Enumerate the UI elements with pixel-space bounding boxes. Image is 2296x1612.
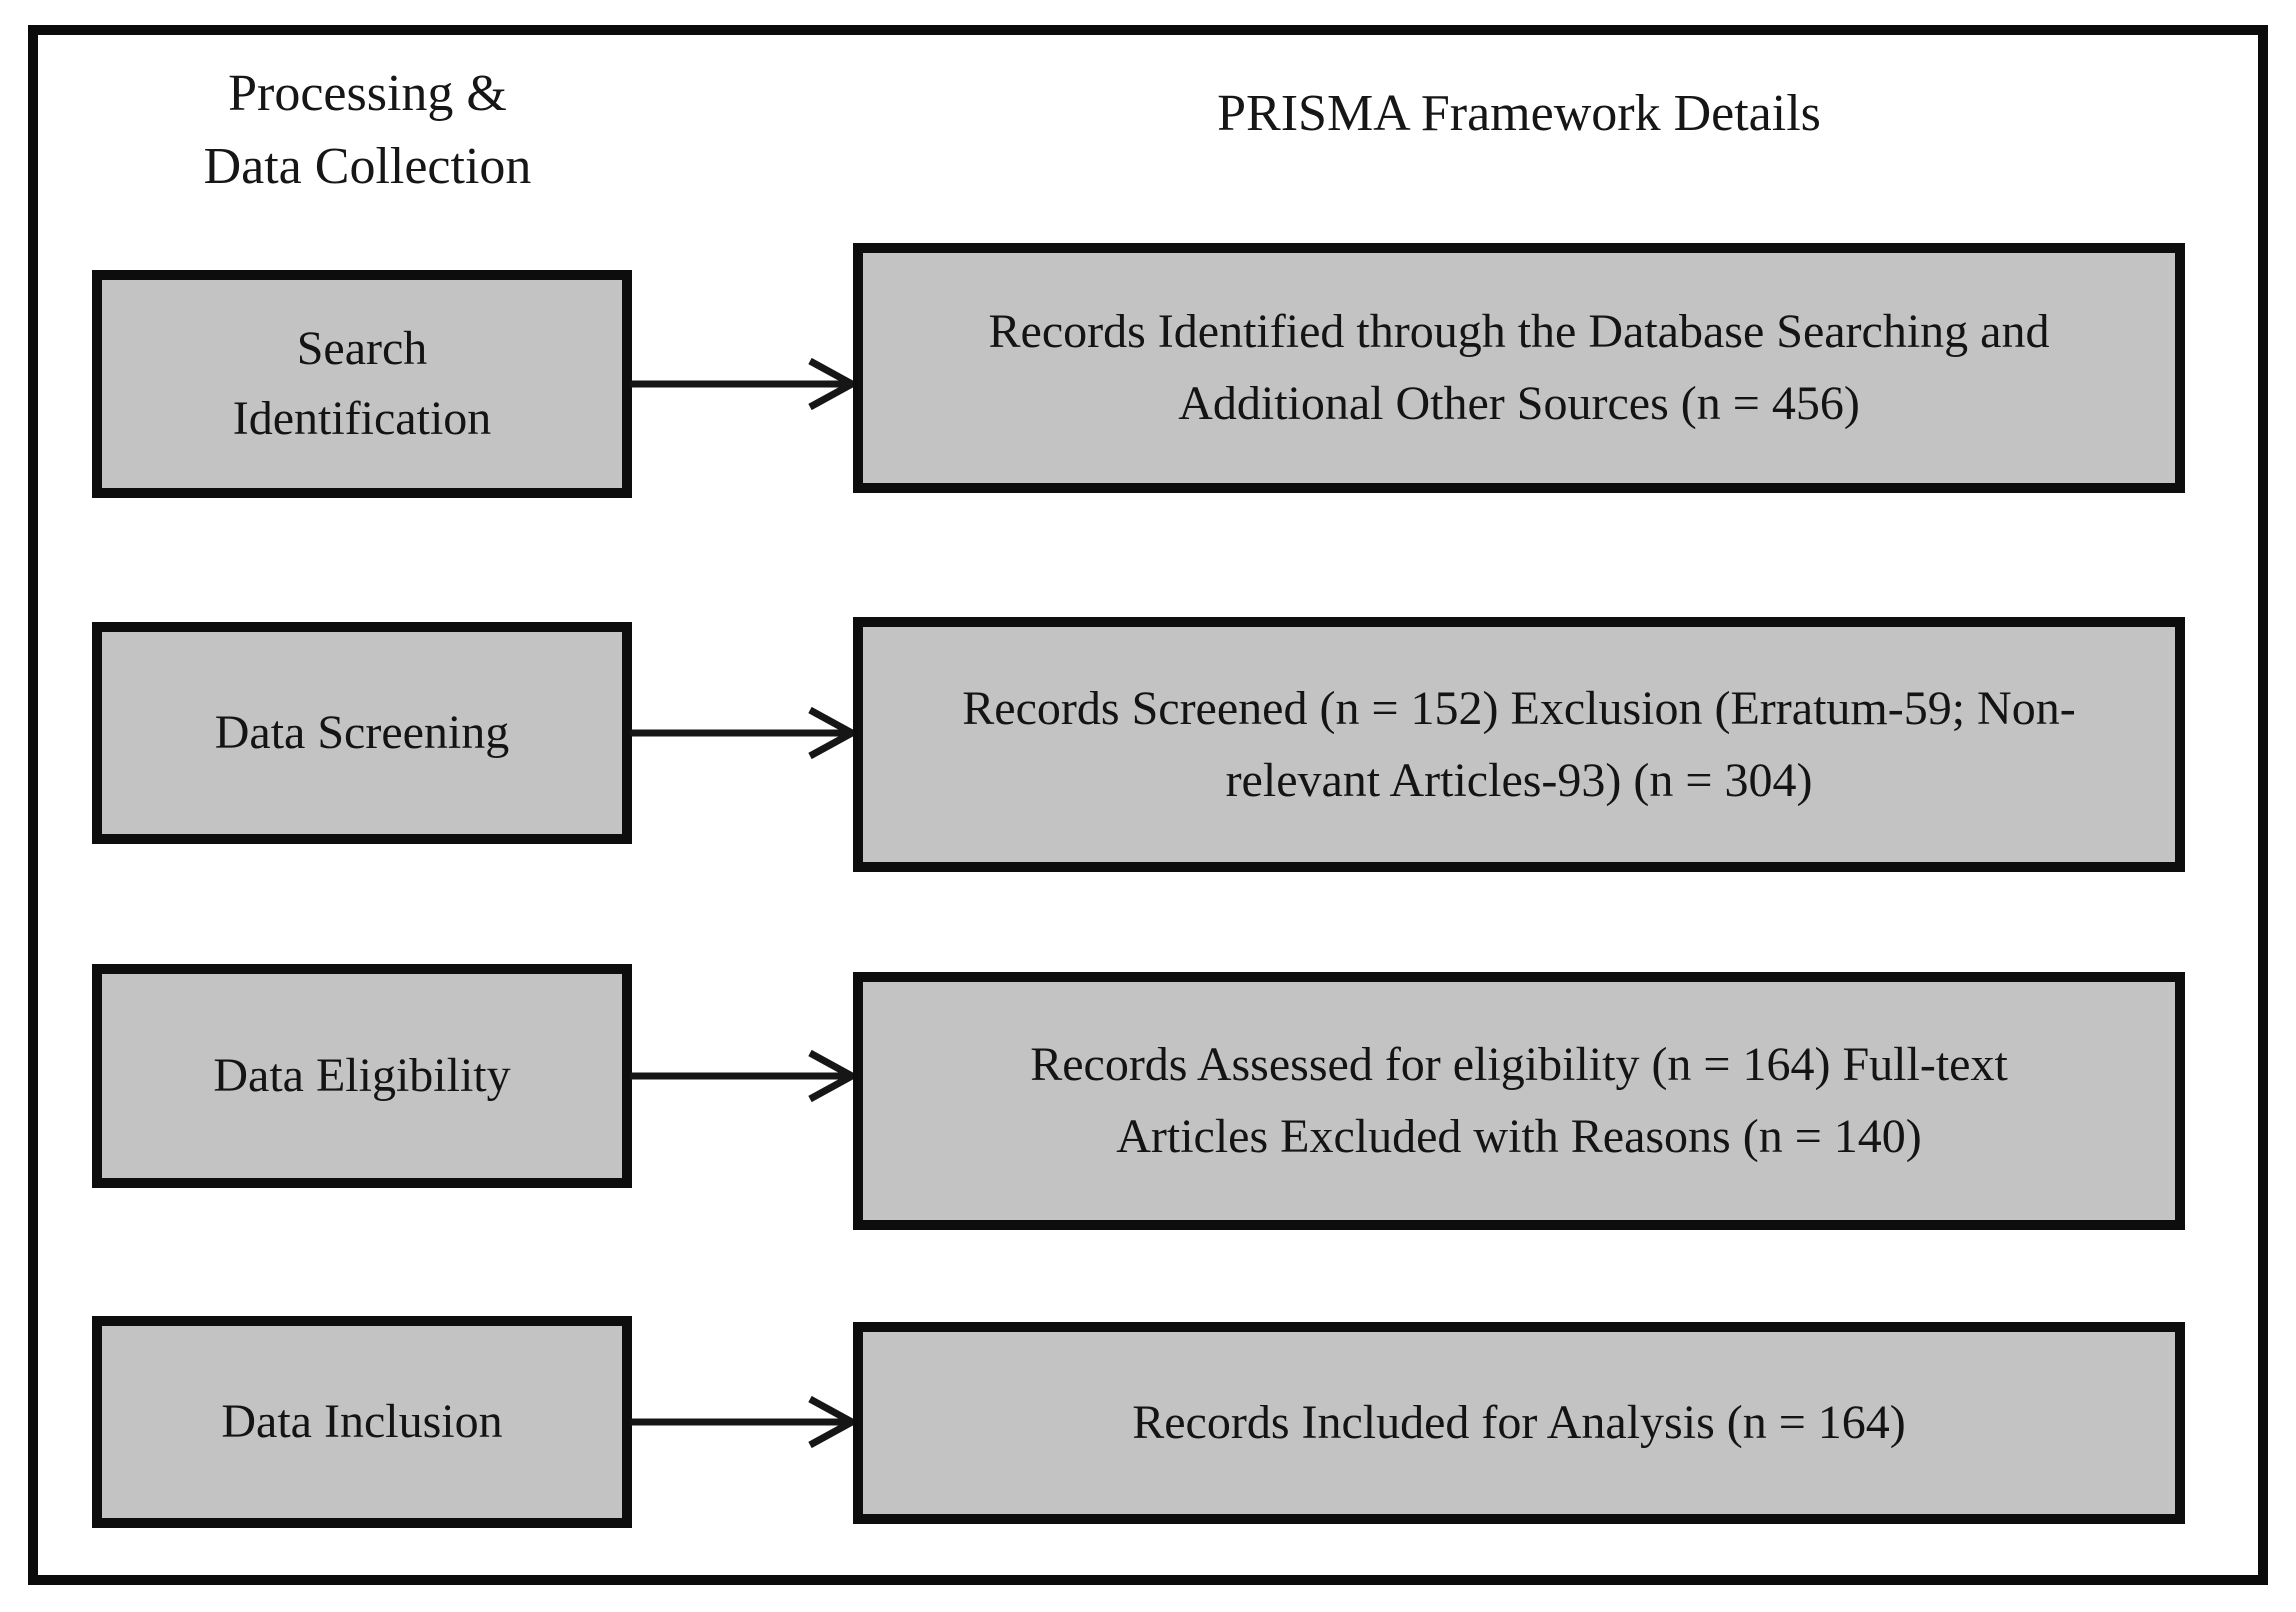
stage-box-data-screening: Data Screening	[92, 622, 632, 844]
stage-box-data-eligibility: Data Eligibility	[92, 964, 632, 1188]
stage-box-search-identification: Search Identification	[92, 270, 632, 498]
detail-box-records-screened: Records Screened (n = 152) Exclusion (Er…	[853, 617, 2185, 872]
left-column-header: Processing & Data Collection	[203, 65, 532, 195]
arrow-right-icon	[628, 1390, 860, 1454]
arrow-right-icon	[628, 1044, 860, 1108]
arrow-right-icon	[628, 352, 860, 416]
right-column-header: PRISMA Framework Details	[1217, 85, 1821, 142]
detail-box-records-assessed: Records Assessed for eligibility (n = 16…	[853, 972, 2185, 1230]
detail-box-records-included: Records Included for Analysis (n = 164)	[853, 1322, 2185, 1524]
detail-box-records-identified: Records Identified through the Database …	[853, 243, 2185, 493]
stage-box-data-inclusion: Data Inclusion	[92, 1316, 632, 1528]
arrow-right-icon	[628, 701, 860, 765]
